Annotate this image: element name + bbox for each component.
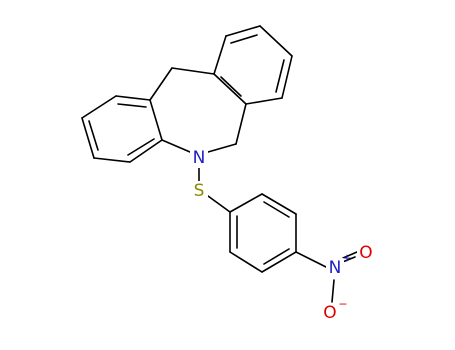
atom-n-nitro: N + [326, 252, 352, 278]
c-nitro-bond [295, 251, 327, 268]
s-aryl-bond [207, 195, 231, 213]
nitrogen-label: N [193, 148, 206, 168]
upper-benzene-ring [213, 25, 293, 105]
oxygen-anion-label: O [323, 303, 336, 323]
nitro-nitrogen-label: N [329, 258, 342, 278]
nitrophenyl-ring [229, 193, 297, 273]
left-benzene-ring [81, 95, 163, 163]
atom-s: S [190, 181, 208, 201]
negative-charge: − [338, 298, 347, 311]
azepine-ring [149, 67, 247, 153]
oxygen-label: O [359, 243, 372, 263]
atom-o-single: O − [321, 298, 348, 323]
atom-o-double: O [357, 243, 375, 263]
atom-n-ring: N [190, 148, 208, 168]
sulfur-label: S [194, 181, 205, 201]
positive-charge: + [342, 252, 351, 265]
